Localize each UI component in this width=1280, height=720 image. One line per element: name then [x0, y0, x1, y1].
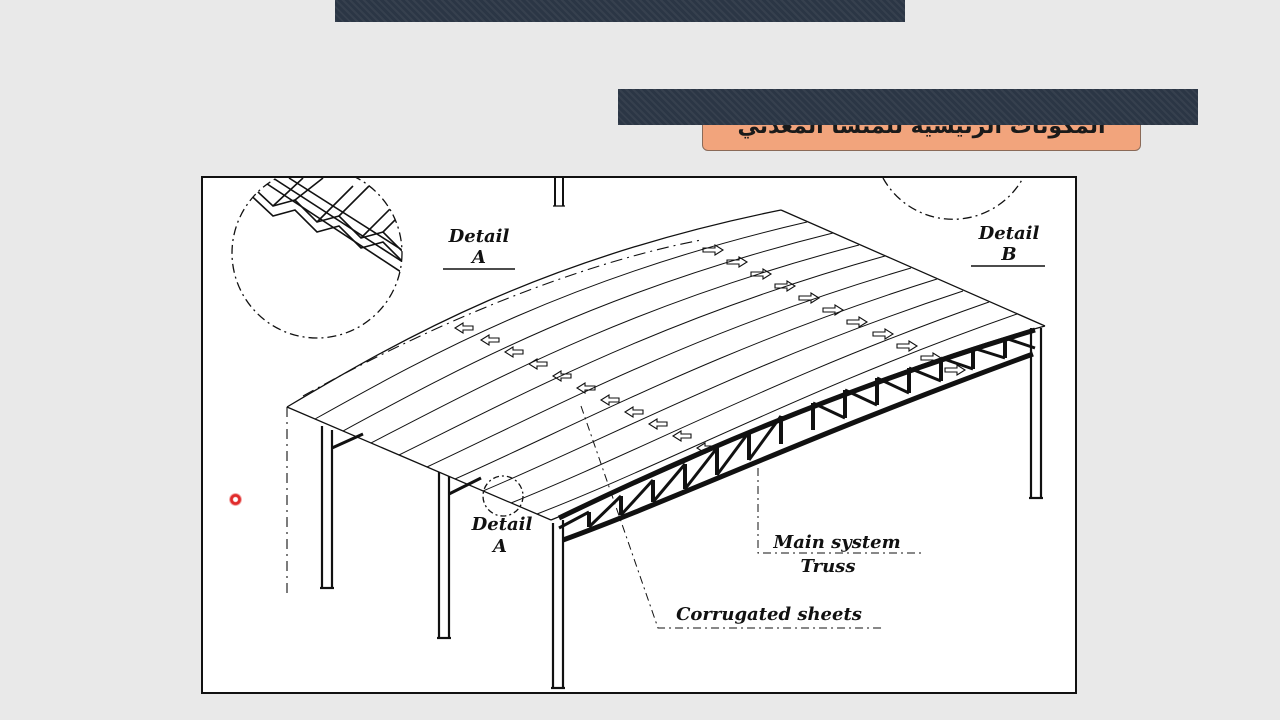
leader-lines — [443, 265, 1045, 629]
detail-a-callout-label: Detail — [471, 514, 533, 535]
detail-b-letter: B — [1000, 244, 1016, 265]
laser-pointer-dot — [229, 493, 242, 506]
detail-b-circle — [882, 178, 1024, 220]
main-system-label: Main system — [772, 532, 900, 553]
steel-structure-drawing: Detail A Detail B Detail A Main system T… — [231, 178, 1046, 690]
columns — [320, 328, 1043, 690]
side-beams — [331, 432, 482, 496]
detail-b-label: Detail — [978, 223, 1040, 244]
detail-a-letter: A — [470, 247, 486, 268]
top-column-stub — [553, 178, 565, 207]
detail-a-callout-letter: A — [491, 536, 507, 557]
detail-a-callout-circle — [482, 475, 524, 517]
front-truss — [557, 327, 1036, 543]
corrugated-sheets-label: Corrugated sheets — [676, 604, 862, 625]
top-banner-bar — [335, 0, 905, 22]
detail-a-magnified-circle — [231, 178, 403, 339]
header-overlay-bar — [618, 89, 1198, 125]
structure-figure: Detail A Detail B Detail A Main system T… — [201, 176, 1077, 694]
ridge-dashed-line — [302, 239, 702, 397]
slope-arrows — [453, 244, 967, 454]
detail-a-label: Detail — [448, 226, 510, 247]
truss-label: Truss — [801, 556, 856, 577]
